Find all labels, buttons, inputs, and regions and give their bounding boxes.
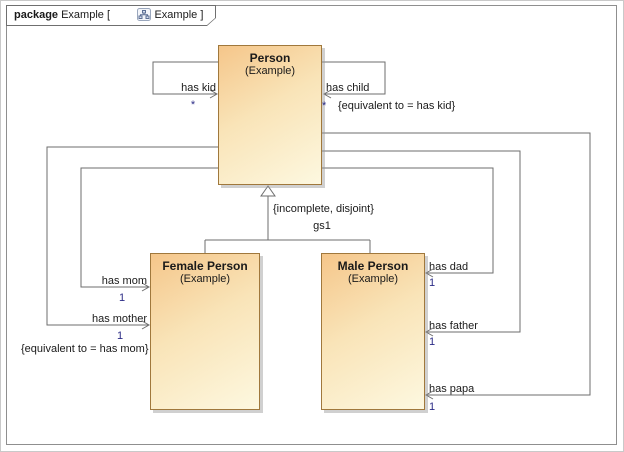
- multiplicity-has-dad[interactable]: 1: [429, 277, 436, 289]
- class-male-person-name: Male Person: [337, 259, 409, 273]
- label-has-kid[interactable]: has kid: [181, 82, 216, 94]
- class-female-person[interactable]: Female Person (Example): [150, 253, 260, 410]
- generalization-set-name[interactable]: gs1: [313, 220, 331, 232]
- class-female-person-name: Female Person: [162, 259, 248, 273]
- class-male-person[interactable]: Male Person (Example): [321, 253, 425, 410]
- tab-diagram-name: Example: [154, 8, 198, 21]
- class-person[interactable]: Person (Example): [218, 45, 322, 185]
- association-has-father[interactable]: [321, 150, 521, 337]
- constraint-has-mother[interactable]: {equivalent to = has mom}: [21, 343, 149, 355]
- class-person-name: Person: [249, 51, 291, 65]
- multiplicity-has-father[interactable]: 1: [429, 336, 436, 348]
- diagram-header-tab[interactable]: package Example [ Example ]: [6, 5, 216, 26]
- generalization-set-gs1[interactable]: [204, 185, 371, 253]
- association-has-child[interactable]: [321, 61, 386, 99]
- multiplicity-has-child[interactable]: *: [322, 100, 327, 112]
- tab-keyword: package: [14, 8, 59, 21]
- class-person-stereotype: (Example): [244, 65, 296, 77]
- association-has-papa[interactable]: [321, 132, 591, 400]
- constraint-has-child[interactable]: {equivalent to = has kid}: [338, 100, 456, 112]
- generalization-constraint[interactable]: {incomplete, disjoint}: [273, 203, 374, 215]
- label-has-mother[interactable]: has mother: [91, 313, 147, 325]
- multiplicity-has-papa[interactable]: 1: [429, 401, 436, 413]
- class-diagram-icon: [113, 0, 151, 36]
- label-has-child[interactable]: has child: [326, 82, 370, 94]
- tab-package-name: Example: [61, 8, 104, 21]
- tab-close-bracket: ]: [200, 8, 204, 21]
- label-has-dad[interactable]: has dad: [429, 261, 469, 273]
- multiplicity-has-mom[interactable]: 1: [118, 292, 126, 304]
- association-has-kid[interactable]: [152, 61, 219, 99]
- association-has-mom[interactable]: [80, 167, 218, 292]
- association-has-mother[interactable]: [46, 146, 218, 330]
- tab-open-bracket: [: [106, 8, 111, 21]
- association-has-dad[interactable]: [321, 167, 494, 278]
- label-has-papa[interactable]: has papa: [429, 383, 475, 395]
- multiplicity-has-kid[interactable]: *: [190, 99, 196, 111]
- label-has-father[interactable]: has father: [429, 320, 478, 332]
- label-has-mom[interactable]: has mom: [101, 275, 147, 287]
- class-male-person-stereotype: (Example): [347, 273, 399, 285]
- multiplicity-has-mother[interactable]: 1: [116, 330, 124, 342]
- class-female-person-stereotype: (Example): [179, 273, 231, 285]
